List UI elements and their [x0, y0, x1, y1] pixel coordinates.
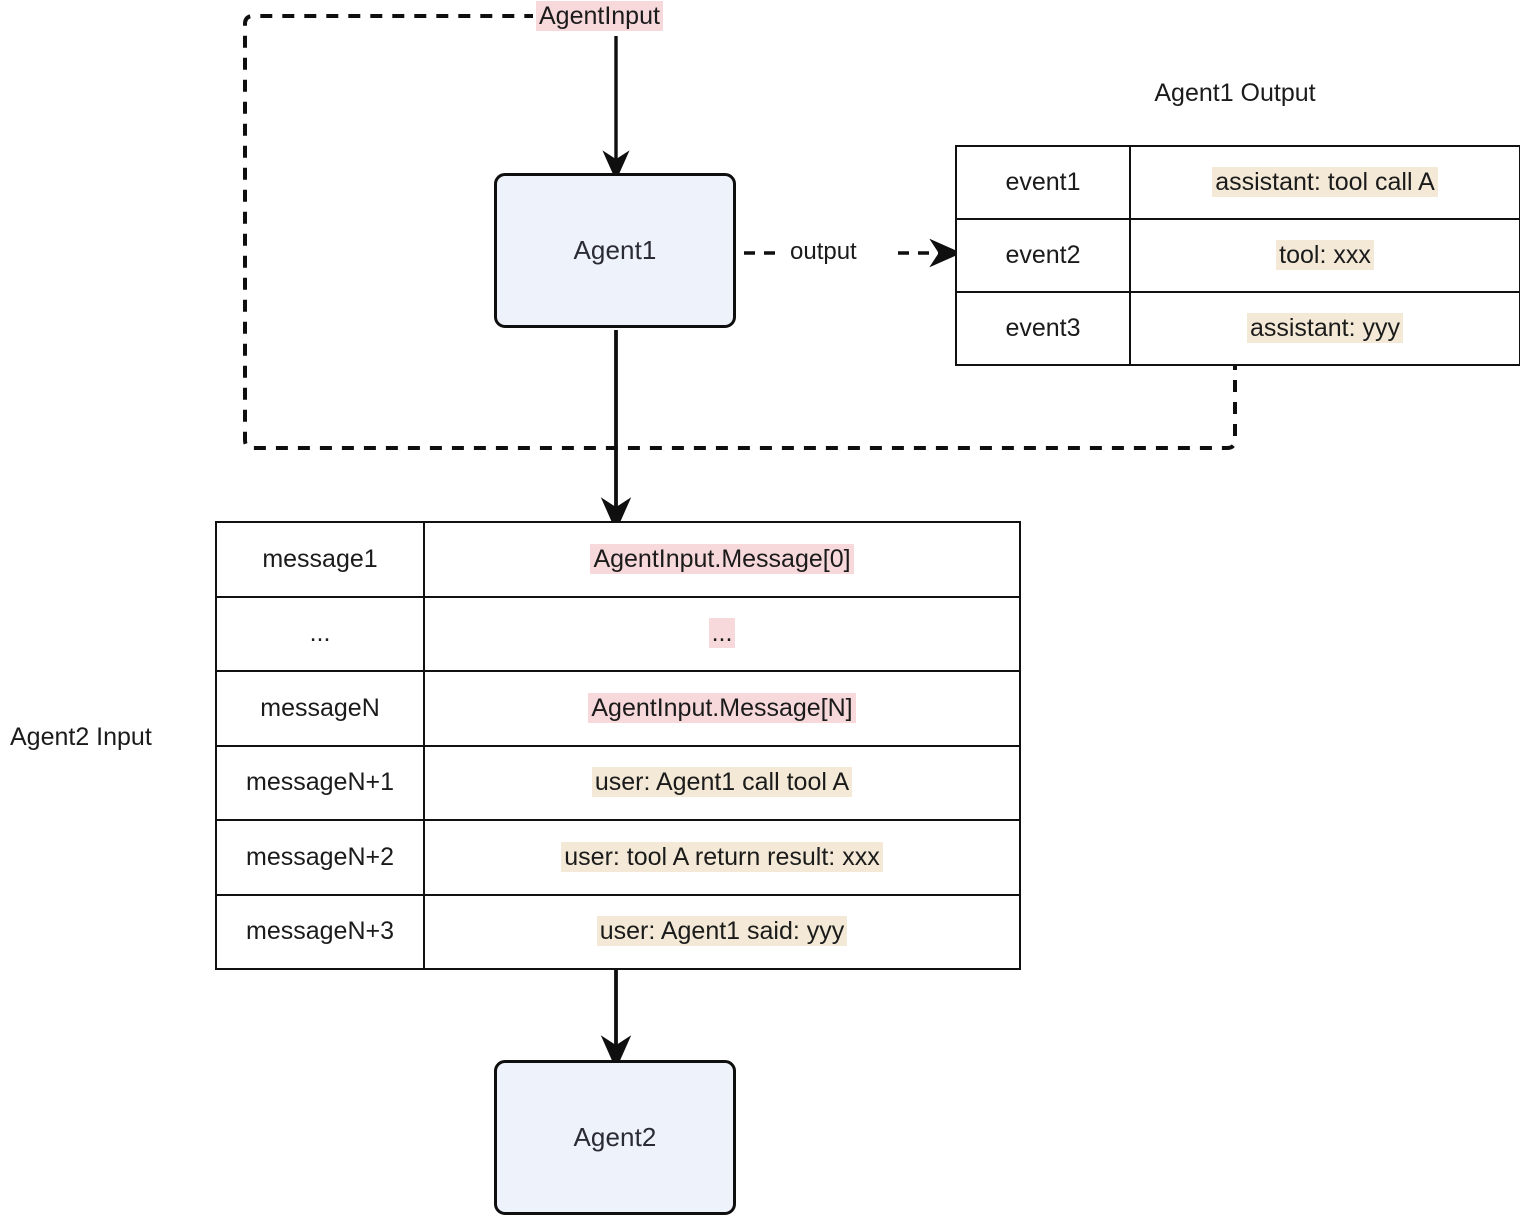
agent2-input-key-3: messageN — [215, 670, 425, 747]
agent2-input-title-text: Agent2 Input — [10, 723, 152, 751]
agent2-input-value-6: user: Agent1 said: yyy — [423, 893, 1021, 970]
table-row: message1 AgentInput.Message[0] — [215, 521, 1021, 598]
agent2-input-value-2: ... — [423, 595, 1021, 672]
agent2-input-key-2: ... — [215, 595, 425, 672]
agent2-input-value-2-text: ... — [708, 618, 736, 649]
agent1-output-value-1-text: assistant: tool call A — [1212, 167, 1438, 197]
agent2-input-key-5: messageN+2 — [215, 819, 425, 896]
agent2-node-label: Agent2 — [573, 1122, 657, 1152]
agent2-input-value-3: AgentInput.Message[N] — [423, 670, 1021, 747]
agent1-output-value-2: tool: xxx — [1129, 218, 1520, 293]
agent1-output-key-2: event2 — [955, 218, 1131, 293]
table-row: messageN+3 user: Agent1 said: yyy — [215, 893, 1021, 970]
agent2-input-value-4-text: user: Agent1 call tool A — [591, 767, 853, 798]
agent2-input-value-1: AgentInput.Message[0] — [423, 521, 1021, 598]
agent2-input-value-3-text: AgentInput.Message[N] — [588, 692, 856, 723]
table-row: event3 assistant: yyy — [955, 291, 1520, 366]
agent1-output-value-1: assistant: tool call A — [1129, 145, 1520, 220]
agent1-output-key-3: event3 — [955, 291, 1131, 366]
table-row: messageN+1 user: Agent1 call tool A — [215, 744, 1021, 821]
output-edge-text: output — [790, 238, 857, 265]
agent2-input-key-1: message1 — [215, 521, 425, 598]
agent1-output-value-2-text: tool: xxx — [1276, 240, 1374, 270]
agent2-input-value-1-text: AgentInput.Message[0] — [590, 543, 854, 574]
agent1-output-value-3-text: assistant: yyy — [1246, 313, 1404, 343]
agent2-input-title: Agent2 Input — [10, 723, 152, 752]
agent1-output-table-wrap: event1 assistant: tool call A event2 too… — [955, 145, 1520, 366]
agent1-output-title: Agent1 Output — [955, 79, 1515, 108]
table-row: messageN+2 user: tool A return result: x… — [215, 819, 1021, 896]
agent1-output-table: event1 assistant: tool call A event2 too… — [955, 145, 1520, 366]
table-row: ... ... — [215, 595, 1021, 672]
agent1-output-value-3: assistant: yyy — [1129, 291, 1520, 366]
agent1-node[interactable]: Agent1 — [494, 173, 736, 328]
agent2-input-key-6: messageN+3 — [215, 893, 425, 970]
table-row: event2 tool: xxx — [955, 218, 1520, 293]
agent2-input-value-5: user: tool A return result: xxx — [423, 819, 1021, 896]
agent1-output-title-text: Agent1 Output — [1154, 79, 1316, 107]
agent2-input-value-5-text: user: tool A return result: xxx — [561, 841, 883, 872]
agent2-input-value-4: user: Agent1 call tool A — [423, 744, 1021, 821]
agent2-input-table-wrap: message1 AgentInput.Message[0] ... ... m… — [215, 521, 1021, 970]
table-row: messageN AgentInput.Message[N] — [215, 670, 1021, 747]
agent1-node-label: Agent1 — [573, 235, 657, 265]
table-row: event1 assistant: tool call A — [955, 145, 1520, 220]
agent1-output-key-1: event1 — [955, 145, 1131, 220]
output-edge-label: output — [790, 238, 857, 266]
agent2-input-key-4: messageN+1 — [215, 744, 425, 821]
agent-input-label: AgentInput — [536, 1, 663, 31]
agent2-input-table: message1 AgentInput.Message[0] ... ... m… — [215, 521, 1021, 970]
agent2-node[interactable]: Agent2 — [494, 1060, 736, 1215]
agent2-input-value-6-text: user: Agent1 said: yyy — [596, 916, 848, 947]
agent-input-text: AgentInput — [536, 1, 663, 31]
